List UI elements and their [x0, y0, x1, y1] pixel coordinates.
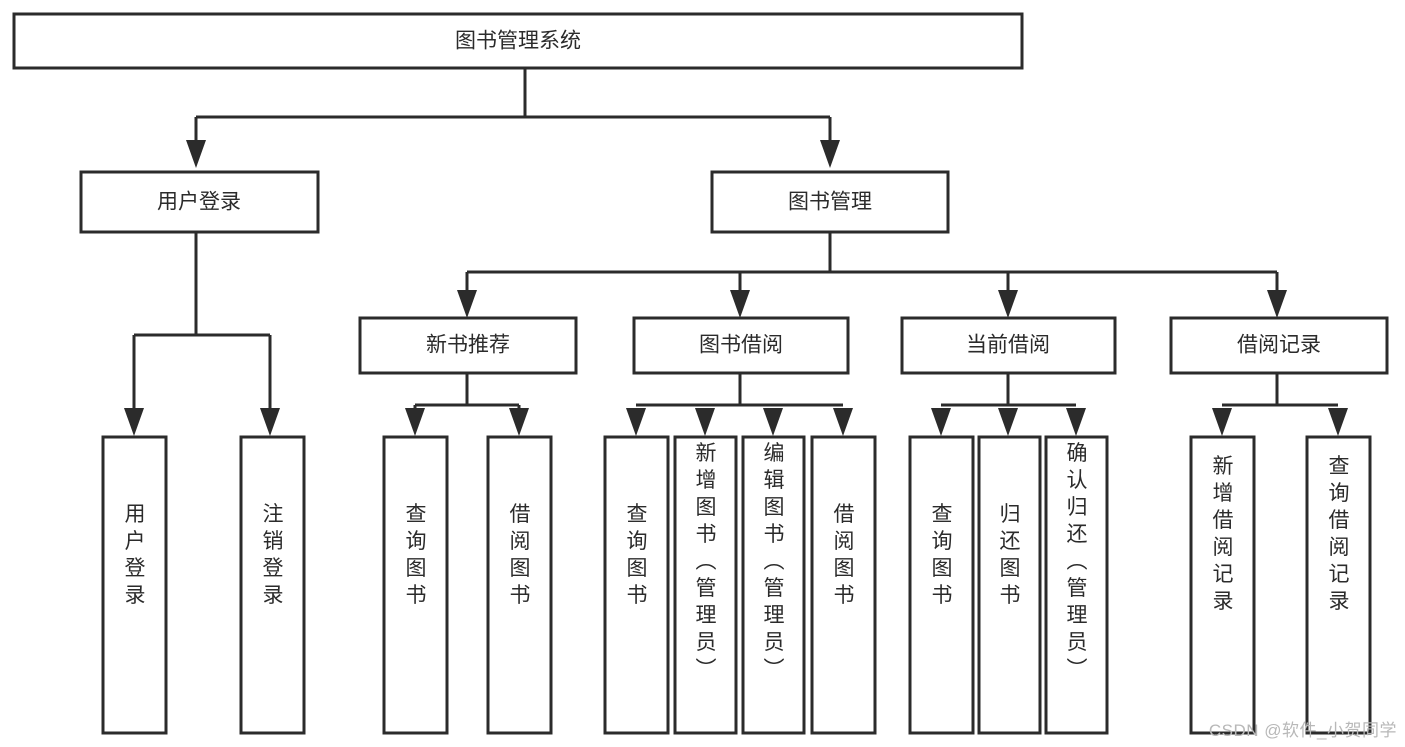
- arrow-bm-to-newbook: [457, 290, 477, 318]
- arrow-root-to-userlogin: [186, 140, 206, 168]
- node-user-login[interactable]: 用户登录: [79, 170, 320, 234]
- node-leaf-return-book-box[interactable]: [977, 435, 1042, 735]
- connector-group-bookmanage: [457, 232, 1287, 318]
- connector-group-newbookrec: [405, 373, 529, 436]
- arrow-userlogin-leaf-1: [124, 408, 144, 436]
- node-leaf-edit-book[interactable]: 编辑图书︵管理员︶: [741, 435, 806, 735]
- node-book-borrow[interactable]: 图书借阅: [632, 316, 850, 375]
- node-leaf-query-book-3-box[interactable]: [908, 435, 975, 735]
- node-book-manage-box[interactable]: [710, 170, 950, 234]
- node-book-borrow-label: 图书借阅: [699, 334, 783, 357]
- node-current-borrow-label: 当前借阅: [966, 334, 1050, 357]
- arrow-bm-to-bookborrow: [730, 290, 750, 318]
- arrow-currentborrow-leaf-2: [998, 408, 1018, 436]
- node-leaf-borrow-book-2-box[interactable]: [810, 435, 877, 735]
- node-leaf-user-login-label: 用户登录: [125, 503, 146, 607]
- arrow-bookborrow-leaf-4: [833, 408, 853, 436]
- arrow-currentborrow-leaf-1: [931, 408, 951, 436]
- arrow-bm-to-borrowrecord: [1267, 290, 1287, 318]
- node-current-borrow-box[interactable]: [900, 316, 1117, 375]
- node-leaf-query-book-2[interactable]: 查询图书: [603, 435, 670, 735]
- node-leaf-borrow-book-1-label: 借阅图书: [510, 503, 531, 607]
- node-root-box[interactable]: [12, 12, 1024, 70]
- arrow-bookborrow-leaf-1: [626, 408, 646, 436]
- node-leaf-borrow-book-1-box[interactable]: [486, 435, 553, 735]
- node-leaf-add-book-label: 新增图书︵管理员︶: [696, 442, 717, 681]
- connector-group-borrowrecord: [1212, 373, 1348, 436]
- node-user-login-label: 用户登录: [157, 191, 241, 214]
- arrow-userlogin-leaf-2: [260, 408, 280, 436]
- node-leaf-query-book-1[interactable]: 查询图书: [382, 435, 449, 735]
- node-leaf-borrow-book-2-label: 借阅图书: [834, 503, 855, 607]
- arrow-root-to-bookmanage: [820, 140, 840, 168]
- node-leaf-query-book-3[interactable]: 查询图书: [908, 435, 975, 735]
- node-leaf-edit-book-label: 编辑图书︵管理员︶: [764, 442, 785, 681]
- node-leaf-query-record[interactable]: 查询借阅记录: [1305, 435, 1372, 735]
- node-leaf-confirm-return-label: 确认归还︵管理员︶: [1067, 442, 1088, 681]
- node-leaf-add-record[interactable]: 新增借阅记录: [1189, 435, 1256, 735]
- node-leaf-logout-label: 注销登录: [263, 503, 284, 607]
- arrow-newbook-leaf-1: [405, 408, 425, 436]
- connector-group-userlogin: [124, 232, 280, 436]
- node-leaf-query-book-3-label: 查询图书: [932, 503, 953, 607]
- node-borrow-record[interactable]: 借阅记录: [1169, 316, 1389, 375]
- node-user-login-box[interactable]: [79, 170, 320, 234]
- node-leaf-edit-book-box[interactable]: [741, 435, 806, 735]
- node-leaf-user-login-box[interactable]: [101, 435, 168, 735]
- node-leaf-logout[interactable]: 注销登录: [239, 435, 306, 735]
- node-leaf-query-record-label: 查询借阅记录: [1329, 455, 1350, 613]
- node-book-manage[interactable]: 图书管理: [710, 170, 950, 234]
- node-root[interactable]: 图书管理系统: [12, 12, 1024, 70]
- node-current-borrow[interactable]: 当前借阅: [900, 316, 1117, 375]
- node-book-borrow-box[interactable]: [632, 316, 850, 375]
- node-leaf-confirm-return[interactable]: 确认归还︵管理员︶: [1044, 435, 1109, 735]
- node-leaf-query-book-1-label: 查询图书: [406, 503, 427, 607]
- arrow-borrowrecord-leaf-2: [1328, 408, 1348, 436]
- arrow-newbook-leaf-2: [509, 408, 529, 436]
- arrow-bookborrow-leaf-2: [695, 408, 715, 436]
- node-leaf-user-login[interactable]: 用户登录: [101, 435, 168, 735]
- node-root-label: 图书管理系统: [455, 30, 581, 53]
- node-leaf-confirm-return-box[interactable]: [1044, 435, 1109, 735]
- node-leaf-query-book-2-label: 查询图书: [627, 503, 648, 607]
- node-leaf-add-book-box[interactable]: [673, 435, 738, 735]
- connector-group-bookborrow: [626, 373, 853, 436]
- node-leaf-query-book-1-box[interactable]: [382, 435, 449, 735]
- connector-group-currentborrow: [931, 373, 1086, 436]
- node-leaf-logout-box[interactable]: [239, 435, 306, 735]
- node-leaf-return-book-label: 归还图书: [1000, 503, 1021, 607]
- node-book-manage-label: 图书管理: [788, 191, 872, 214]
- node-new-book-rec[interactable]: 新书推荐: [358, 316, 578, 375]
- arrow-currentborrow-leaf-3: [1066, 408, 1086, 436]
- csdn-watermark: CSDN @软件_小贺同学: [1208, 721, 1397, 740]
- node-leaf-borrow-book-2[interactable]: 借阅图书: [810, 435, 877, 735]
- node-leaf-add-book[interactable]: 新增图书︵管理员︶: [673, 435, 738, 735]
- node-new-book-rec-label: 新书推荐: [426, 334, 510, 357]
- node-leaf-return-book[interactable]: 归还图书: [977, 435, 1042, 735]
- node-leaf-query-record-box[interactable]: [1305, 435, 1372, 735]
- node-borrow-record-box[interactable]: [1169, 316, 1389, 375]
- connector-group-root: [186, 68, 840, 168]
- node-leaf-add-record-label: 新增借阅记录: [1213, 455, 1234, 613]
- arrow-borrowrecord-leaf-1: [1212, 408, 1232, 436]
- node-leaf-add-record-box[interactable]: [1189, 435, 1256, 735]
- node-borrow-record-label: 借阅记录: [1237, 334, 1321, 357]
- arrow-bookborrow-leaf-3: [763, 408, 783, 436]
- node-new-book-rec-box[interactable]: [358, 316, 578, 375]
- node-leaf-borrow-book-1[interactable]: 借阅图书: [486, 435, 553, 735]
- arrow-bm-to-currentborrow: [998, 290, 1018, 318]
- node-leaf-query-book-2-box[interactable]: [603, 435, 670, 735]
